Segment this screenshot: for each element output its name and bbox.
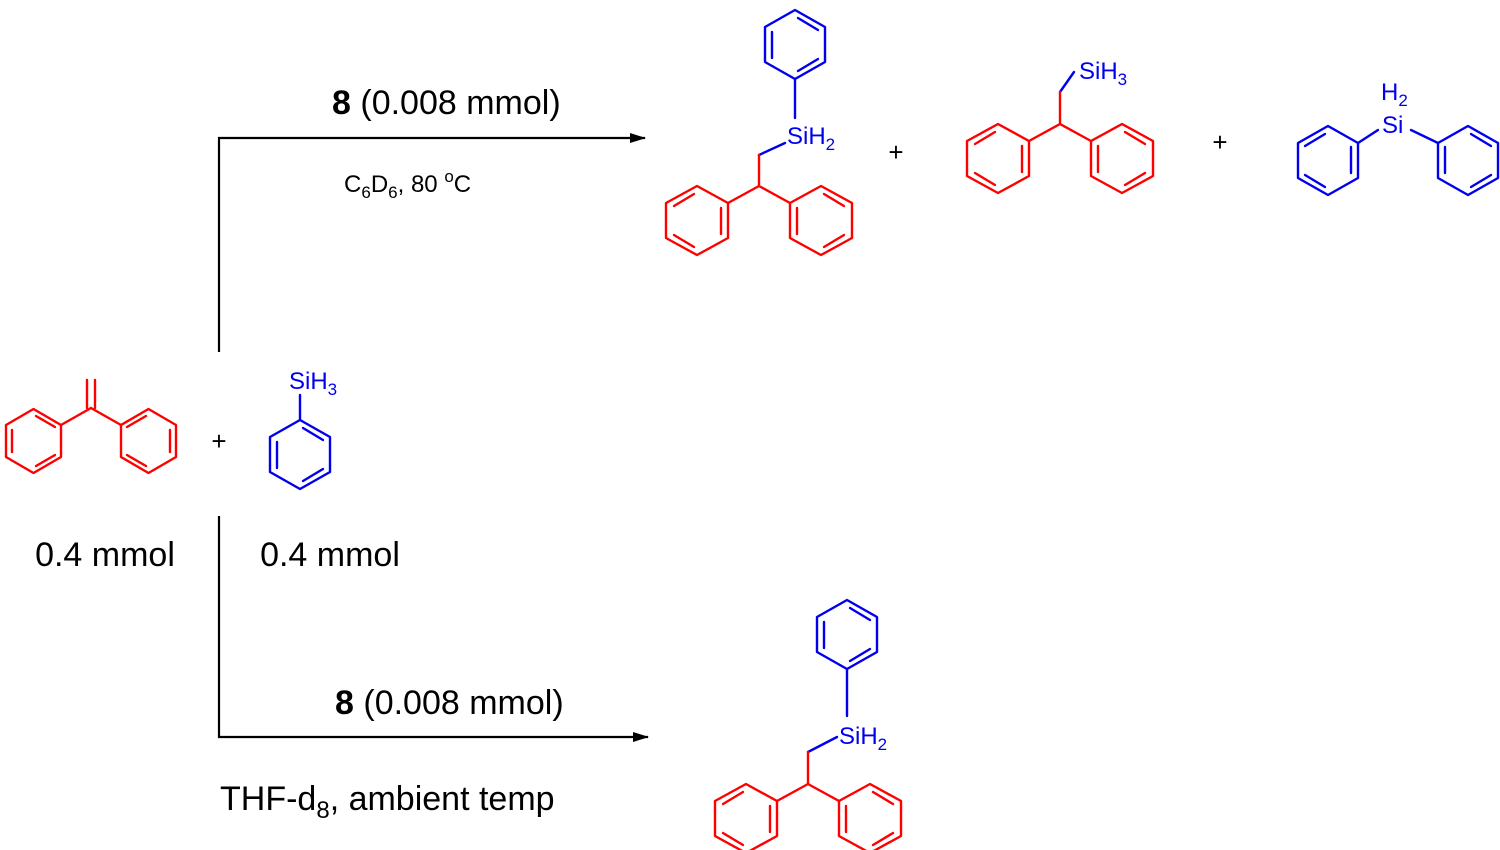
reaction-arrows [217,133,649,742]
amount-silane: 0.4 mmol [260,536,400,574]
bottom-catalyst-label: 8 (0.008 mmol) [335,684,564,722]
top-product-diphenylsilane: H2 Si [1296,79,1500,197]
bottom-product-si-label: SiH2 [839,723,887,754]
reactant-phenylsilane: SiH3 [268,368,337,491]
top-product-diphenylethylsilane: SiH3 [965,58,1155,195]
reactant-diphenylethylene [4,378,178,475]
product3-si-label: Si [1382,112,1403,139]
top-arrow [217,133,646,352]
amount-alkene: 0.4 mmol [35,536,175,574]
top-plus-1: + [888,137,903,167]
reactant-plus: + [211,426,226,456]
product3-h2-label: H2 [1381,79,1408,110]
bottom-arrow [217,516,649,742]
top-plus-2: + [1212,127,1227,157]
top-catalyst-label: 8 (0.008 mmol) [332,84,561,122]
product1-si-label: SiH2 [787,123,835,154]
phenyl-ring-on-si [763,8,827,81]
phenyl-ring-left [4,407,63,475]
bottom-product-hydrosilylation: SiH2 [713,598,903,850]
top-conditions: C6D6, 80 oC [344,167,471,202]
bottom-conditions: THF-d8, ambient temp [220,780,555,824]
silane-label: SiH3 [289,368,337,399]
phenyl-ring-right [119,407,178,475]
top-product-hydrosilylation: SiH2 [664,8,854,257]
product2-si-label: SiH3 [1079,58,1127,89]
